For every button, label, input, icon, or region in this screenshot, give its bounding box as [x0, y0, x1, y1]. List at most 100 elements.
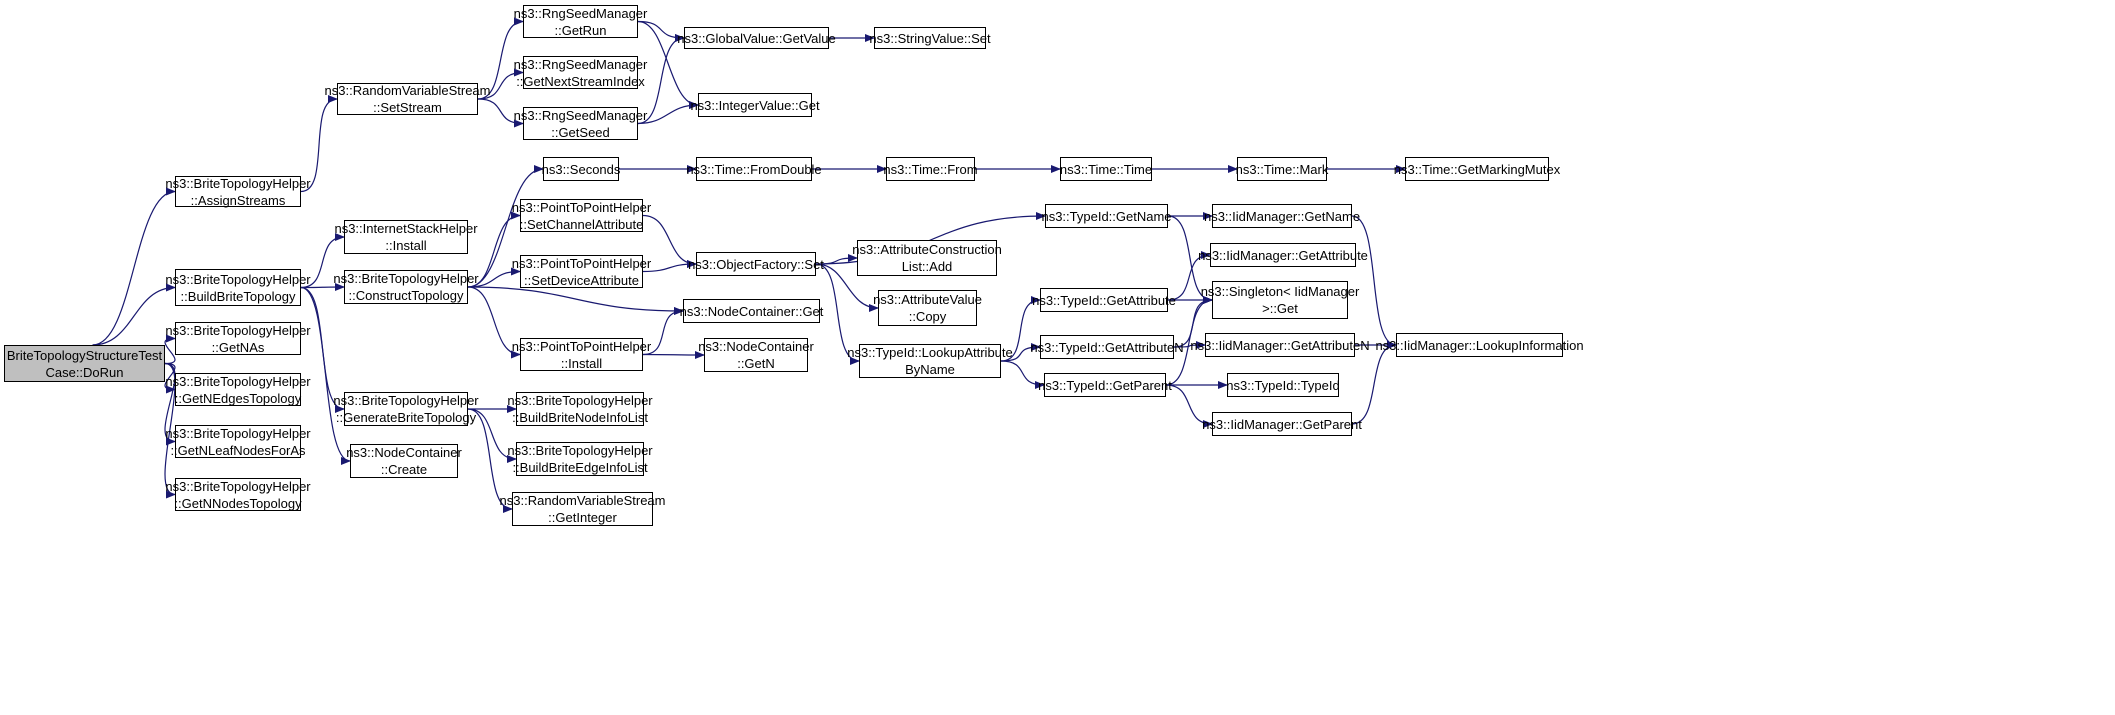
node-typeid-getparent[interactable]: ns3::TypeId::GetParent — [1038, 373, 1172, 397]
node-iid-getattributen[interactable]: ns3::IidManager::GetAttributeN — [1190, 333, 1370, 357]
node-label-line: ns3::Seconds — [541, 161, 621, 177]
node-time-fromdouble[interactable]: ns3::Time::FromDouble — [686, 157, 822, 181]
node-iid-getparent[interactable]: ns3::IidManager::GetParent — [1202, 412, 1362, 436]
node-build-edge-info[interactable]: ns3::BriteTopologyHelper::BuildBriteEdge… — [507, 442, 653, 476]
node-label-line: Case::DoRun — [45, 364, 124, 380]
node-construct-topology[interactable]: ns3::BriteTopologyHelper::ConstructTopol… — [333, 270, 479, 304]
node-generate-brite[interactable]: ns3::BriteTopologyHelper::GenerateBriteT… — [333, 392, 479, 426]
node-nc-create[interactable]: ns3::NodeContainer::Create — [346, 444, 462, 478]
node-label-line: ns3::BriteTopologyHelper — [165, 271, 311, 287]
node-rng-nextstream[interactable]: ns3::RngSeedManager::GetNextStreamIndex — [514, 56, 647, 89]
edge-typeid-lookup-to-typeid-getattributen — [1000, 343, 1041, 362]
edge-typeid-getparent-to-singleton-get — [1165, 296, 1213, 386]
node-time-from[interactable]: ns3::Time::From — [883, 157, 978, 181]
node-objectfactory-set[interactable]: ns3::ObjectFactory::Set — [688, 252, 824, 276]
node-label-line: ::ConstructTopology — [348, 288, 464, 303]
node-gv-getvalue[interactable]: ns3::GlobalValue::GetValue — [677, 27, 836, 49]
node-label-line: ns3::StringValue::Set — [869, 30, 991, 46]
node-typeid-getname[interactable]: ns3::TypeId::GetName — [1041, 204, 1172, 228]
node-get-nnodes[interactable]: ns3::BriteTopologyHelper::GetNNodesTopol… — [165, 478, 311, 511]
edge-p2p-install-to-nc-get — [642, 307, 684, 356]
node-typeid-getattribute[interactable]: ns3::TypeId::GetAttribute — [1032, 288, 1176, 312]
node-rvs-getinteger[interactable]: ns3::RandomVariableStream::GetInteger — [500, 492, 665, 526]
node-get-nedges[interactable]: ns3::BriteTopologyHelper::GetNEdgesTopol… — [165, 373, 311, 406]
node-label-line: ns3::RandomVariableStream — [499, 493, 666, 508]
edge-build-brite-topology-to-nc-create — [300, 286, 351, 465]
node-nc-getn[interactable]: ns3::NodeContainer::GetN — [698, 338, 814, 372]
node-build-brite-topology[interactable]: ns3::BriteTopologyHelper::BuildBriteTopo… — [165, 269, 311, 306]
node-attrvalue-copy[interactable]: ns3::AttributeValue::Copy — [873, 290, 982, 326]
node-label-line: ns3::BriteTopologyHelper — [507, 443, 653, 458]
node-get-nleaf[interactable]: ns3::BriteTopologyHelper::GetNLeafNodesF… — [165, 425, 311, 458]
node-p2p-setchannel[interactable]: ns3::PointToPointHelper::SetChannelAttri… — [512, 199, 651, 232]
edge-typeid-lookup-to-typeid-getattribute — [1000, 296, 1041, 362]
node-p2p-install[interactable]: ns3::PointToPointHelper::Install — [512, 338, 651, 371]
node-seconds[interactable]: ns3::Seconds — [541, 157, 621, 181]
node-label-line: ::BuildBriteEdgeInfoList — [512, 460, 648, 475]
edge-iid-getparent-to-iid-lookupinfo — [1351, 341, 1397, 425]
node-label-line: ns3::PointToPointHelper — [511, 255, 652, 271]
node-label-line: ::SetStream — [373, 100, 442, 115]
node-label-line: ns3::RngSeedManager — [513, 56, 648, 72]
node-iid-getattribute[interactable]: ns3::IidManager::GetAttribute — [1198, 243, 1368, 267]
node-label-line: ns3::BriteTopologyHelper — [507, 393, 653, 408]
edge-typeid-getparent-to-iid-getparent — [1165, 384, 1213, 428]
edge-rng-getseed-to-gv-getvalue — [637, 34, 685, 125]
node-time-getmarkingmutex[interactable]: ns3::Time::GetMarkingMutex — [1394, 157, 1560, 181]
node-typeid-typeid[interactable]: ns3::TypeId::TypeId — [1226, 373, 1340, 397]
node-label-line: ns3::RandomVariableStream — [324, 83, 491, 98]
node-label-line: ns3::IntegerValue::Get — [690, 97, 820, 113]
node-label-line: ::Install — [385, 238, 427, 253]
edge-objectfactory-set-to-attr-construction-add — [815, 254, 858, 265]
node-label-line: ns3::NodeContainer::Get — [679, 303, 824, 319]
node-singleton-get[interactable]: ns3::Singleton< IidManager >::Get — [1201, 281, 1359, 319]
node-stringvalue-set[interactable]: ns3::StringValue::Set — [869, 27, 991, 49]
node-label-line: ns3::RngSeedManager — [513, 107, 648, 123]
node-get-nas[interactable]: ns3::BriteTopologyHelper::GetNAs — [165, 322, 311, 355]
node-label-line: ns3::Time::GetMarkingMutex — [1393, 161, 1561, 177]
node-label-line: ns3::PointToPointHelper — [511, 338, 652, 354]
edge-rvs-setstream-to-rng-getseed — [477, 98, 524, 128]
edge-rng-getseed-to-integervalue-get — [637, 101, 699, 125]
node-label-line: ns3::InternetStackHelper — [334, 221, 478, 236]
edge-rvs-setstream-to-rng-getrun — [477, 17, 524, 100]
node-label-line: List::Add — [901, 259, 953, 274]
node-label-line: ns3::TypeId::GetParent — [1038, 377, 1172, 393]
node-label-line: BriteTopologyStructureTest — [6, 347, 163, 363]
edge-typeid-getattributen-to-iid-getattributen — [1173, 341, 1206, 350]
node-label-line: ns3::TypeId::GetName — [1041, 208, 1172, 224]
node-time-mark[interactable]: ns3::Time::Mark — [1236, 157, 1328, 181]
edge-assign-streams-to-rvs-setstream — [300, 95, 338, 193]
node-rvs-setstream[interactable]: ns3::RandomVariableStream::SetStream — [325, 83, 490, 115]
node-rng-getrun[interactable]: ns3::RngSeedManager::GetRun — [514, 5, 647, 38]
edge-iid-getname-to-iid-lookupinfo — [1351, 215, 1397, 349]
node-label-line: ns3::BriteTopologyHelper — [165, 425, 311, 441]
edge-typeid-lookup-to-typeid-getparent — [1000, 360, 1045, 389]
node-build-node-info[interactable]: ns3::BriteTopologyHelper::BuildBriteNode… — [507, 392, 653, 426]
edge-root-to-get-nleaf — [164, 362, 176, 446]
edge-build-brite-topology-to-construct-topology — [300, 283, 345, 292]
node-integervalue-get[interactable]: ns3::IntegerValue::Get — [690, 93, 820, 117]
node-nc-get[interactable]: ns3::NodeContainer::Get — [680, 299, 823, 323]
node-label-line: ns3::IidManager::GetAttributeN — [1190, 337, 1370, 353]
edge-construct-topology-to-p2p-setchannel — [467, 211, 521, 288]
node-rng-getseed[interactable]: ns3::RngSeedManager::GetSeed — [514, 107, 647, 140]
edge-p2p-install-to-nc-getn — [642, 350, 705, 359]
node-assign-streams[interactable]: ns3::BriteTopologyHelper::AssignStreams — [165, 176, 310, 208]
node-p2p-setdevice[interactable]: ns3::PointToPointHelper::SetDeviceAttrib… — [512, 255, 651, 288]
edge-construct-topology-to-p2p-install — [467, 286, 521, 359]
edge-p2p-setdevice-to-objectfactory-set — [642, 260, 697, 273]
node-typeid-getattributen[interactable]: ns3::TypeId::GetAttributeN — [1030, 335, 1184, 359]
node-iid-lookupinfo[interactable]: ns3::IidManager::LookupInformation — [1375, 333, 1584, 357]
node-label-line: ::GenerateBriteTopology — [335, 410, 477, 425]
node-label-line: ns3::BriteTopologyHelper — [333, 393, 479, 408]
edge-generate-brite-to-build-edge-info — [467, 408, 517, 463]
node-internet-install[interactable]: ns3::InternetStackHelper::Install — [334, 220, 478, 254]
node-label-line: ::GetN — [737, 356, 775, 371]
node-iid-getname[interactable]: ns3::IidManager::GetName — [1204, 204, 1360, 228]
node-time-time[interactable]: ns3::Time::Time — [1060, 157, 1152, 181]
